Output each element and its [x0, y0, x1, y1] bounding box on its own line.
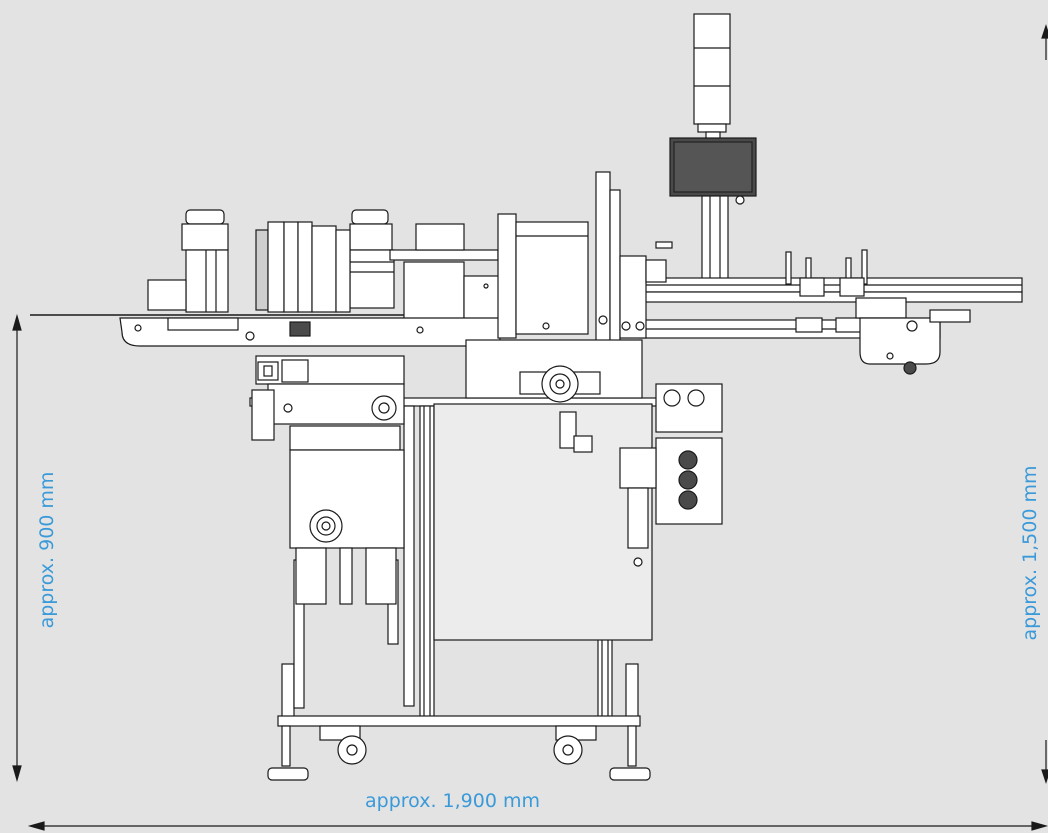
- center-mechanism: [519, 365, 601, 453]
- conveyor-height-dimension-label: approx. 900 mm: [36, 471, 58, 629]
- total-height-dimension-label: approx. 1,500 mm: [1019, 465, 1041, 641]
- right-electrical: [619, 383, 723, 567]
- central-label-head: [483, 171, 673, 409]
- left-label-unit: [147, 209, 501, 325]
- left-lower-assembly: [251, 355, 405, 605]
- main-frame: [249, 339, 661, 781]
- width-dimension-label: approx. 1,900 mm: [365, 790, 540, 812]
- control-box: [669, 137, 757, 291]
- dimension-lines: [12, 24, 1048, 831]
- signal-tower: [693, 13, 731, 141]
